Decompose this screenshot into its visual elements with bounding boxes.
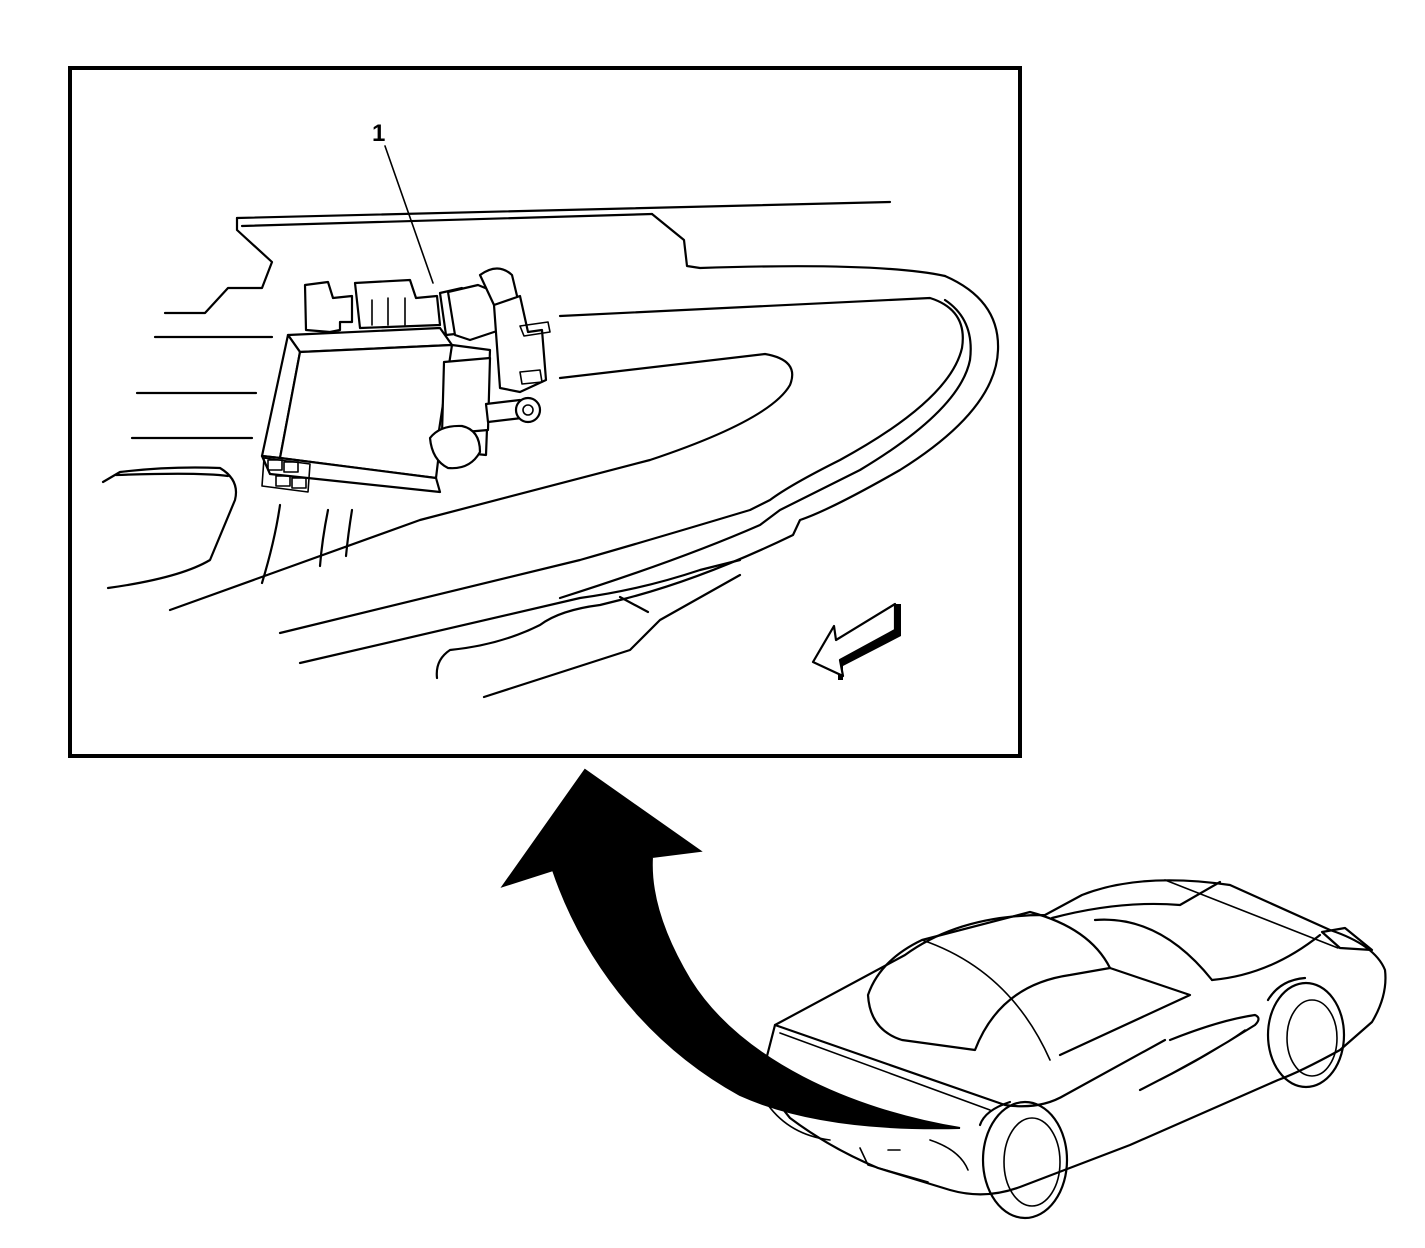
forward-direction-arrow-icon bbox=[811, 602, 901, 680]
body-panel-lines bbox=[101, 200, 1000, 699]
inset-frame bbox=[68, 66, 1022, 758]
vehicle-outline bbox=[764, 879, 1387, 1220]
callout-leader-line bbox=[384, 145, 434, 284]
callout-1: 1 bbox=[372, 120, 434, 284]
curved-location-arrow-icon bbox=[500, 768, 961, 1130]
module-component bbox=[260, 267, 551, 494]
detail-inset: 1 bbox=[68, 66, 1022, 758]
callout-label: 1 bbox=[372, 120, 385, 147]
